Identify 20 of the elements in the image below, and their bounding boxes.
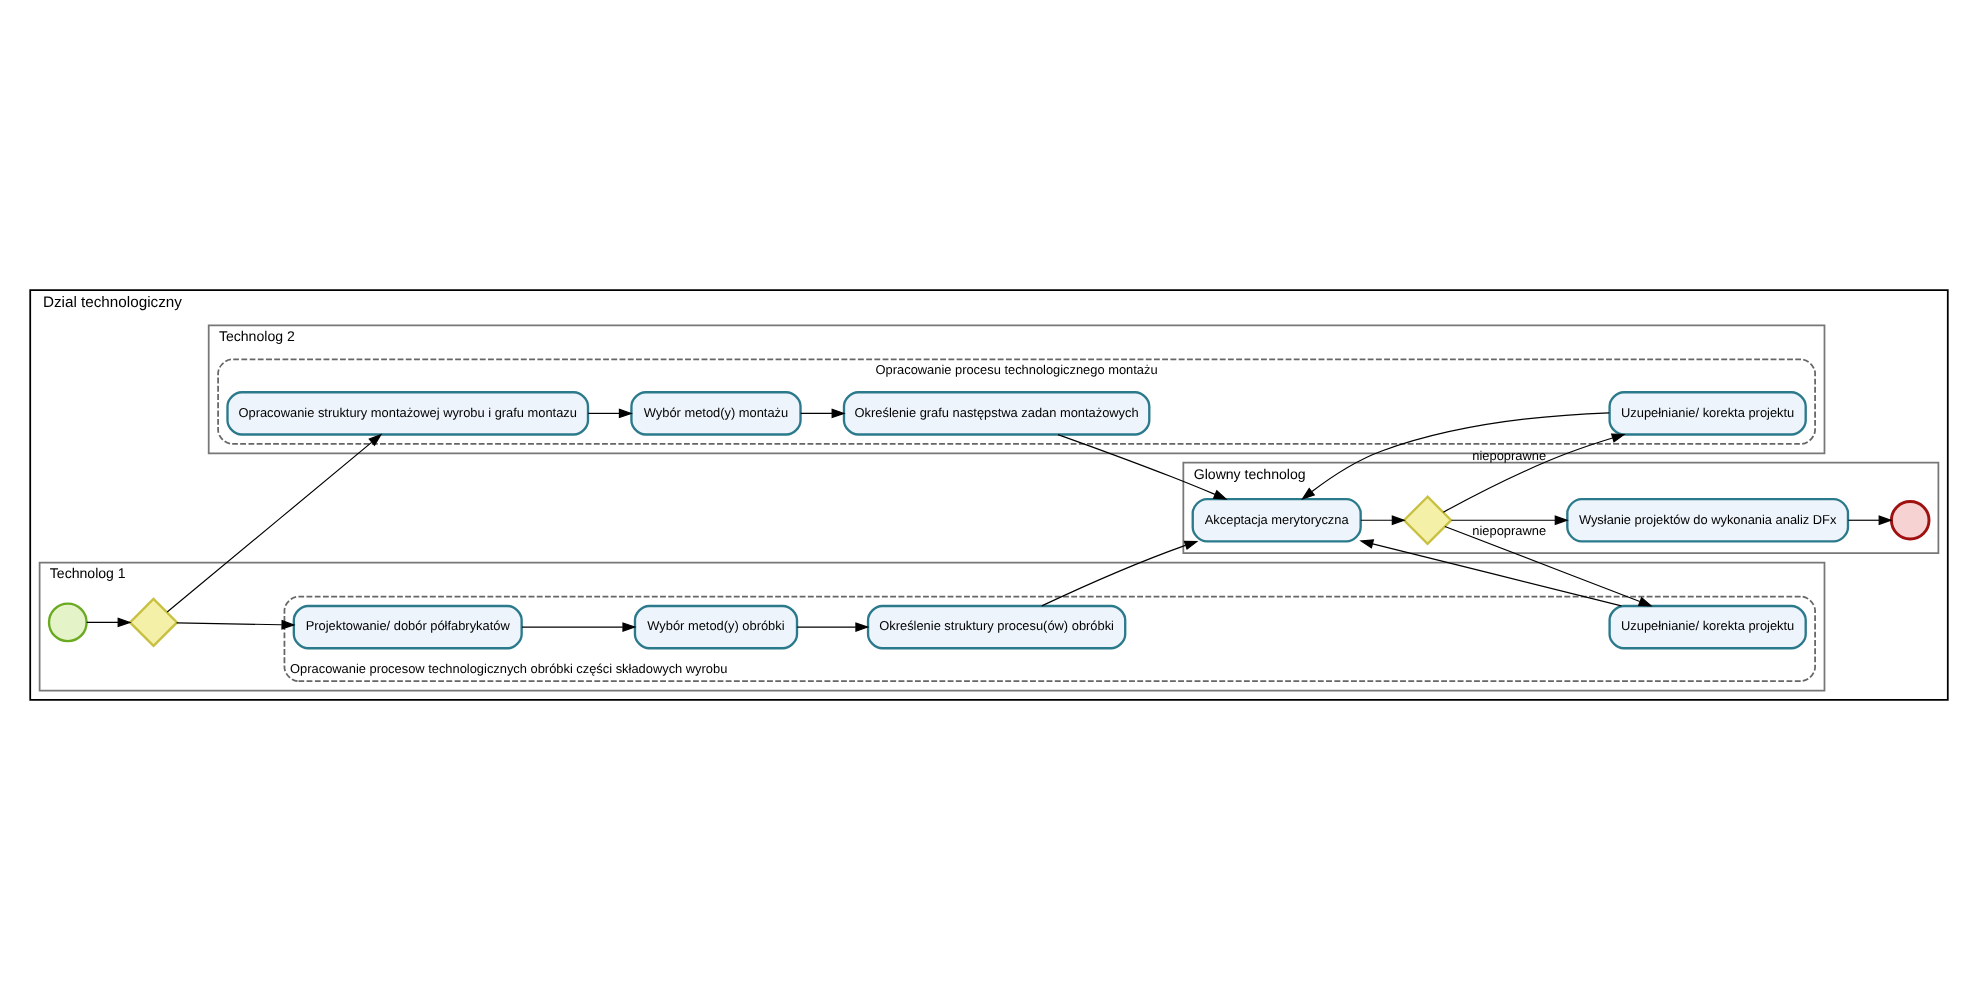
- node-circle: [1889, 499, 1931, 540]
- node-diamond: [1402, 494, 1453, 545]
- arrow: [1442, 432, 1626, 512]
- arrow: [796, 621, 870, 632]
- arrow: [1847, 514, 1893, 525]
- arrow: [1057, 433, 1228, 499]
- arrow: [1360, 514, 1406, 525]
- arrow: [1444, 524, 1653, 606]
- arrow: [521, 621, 637, 632]
- arrow: [1359, 538, 1622, 606]
- arrow: [166, 432, 383, 612]
- arrow: [1041, 539, 1199, 606]
- arrow: [1301, 411, 1610, 499]
- node-diamond: [128, 596, 179, 647]
- node-circle: [47, 601, 88, 642]
- arrow: [176, 618, 296, 629]
- arrow: [86, 616, 132, 627]
- arrow: [1450, 514, 1569, 525]
- arrow: [800, 407, 846, 418]
- arrow: [587, 407, 633, 418]
